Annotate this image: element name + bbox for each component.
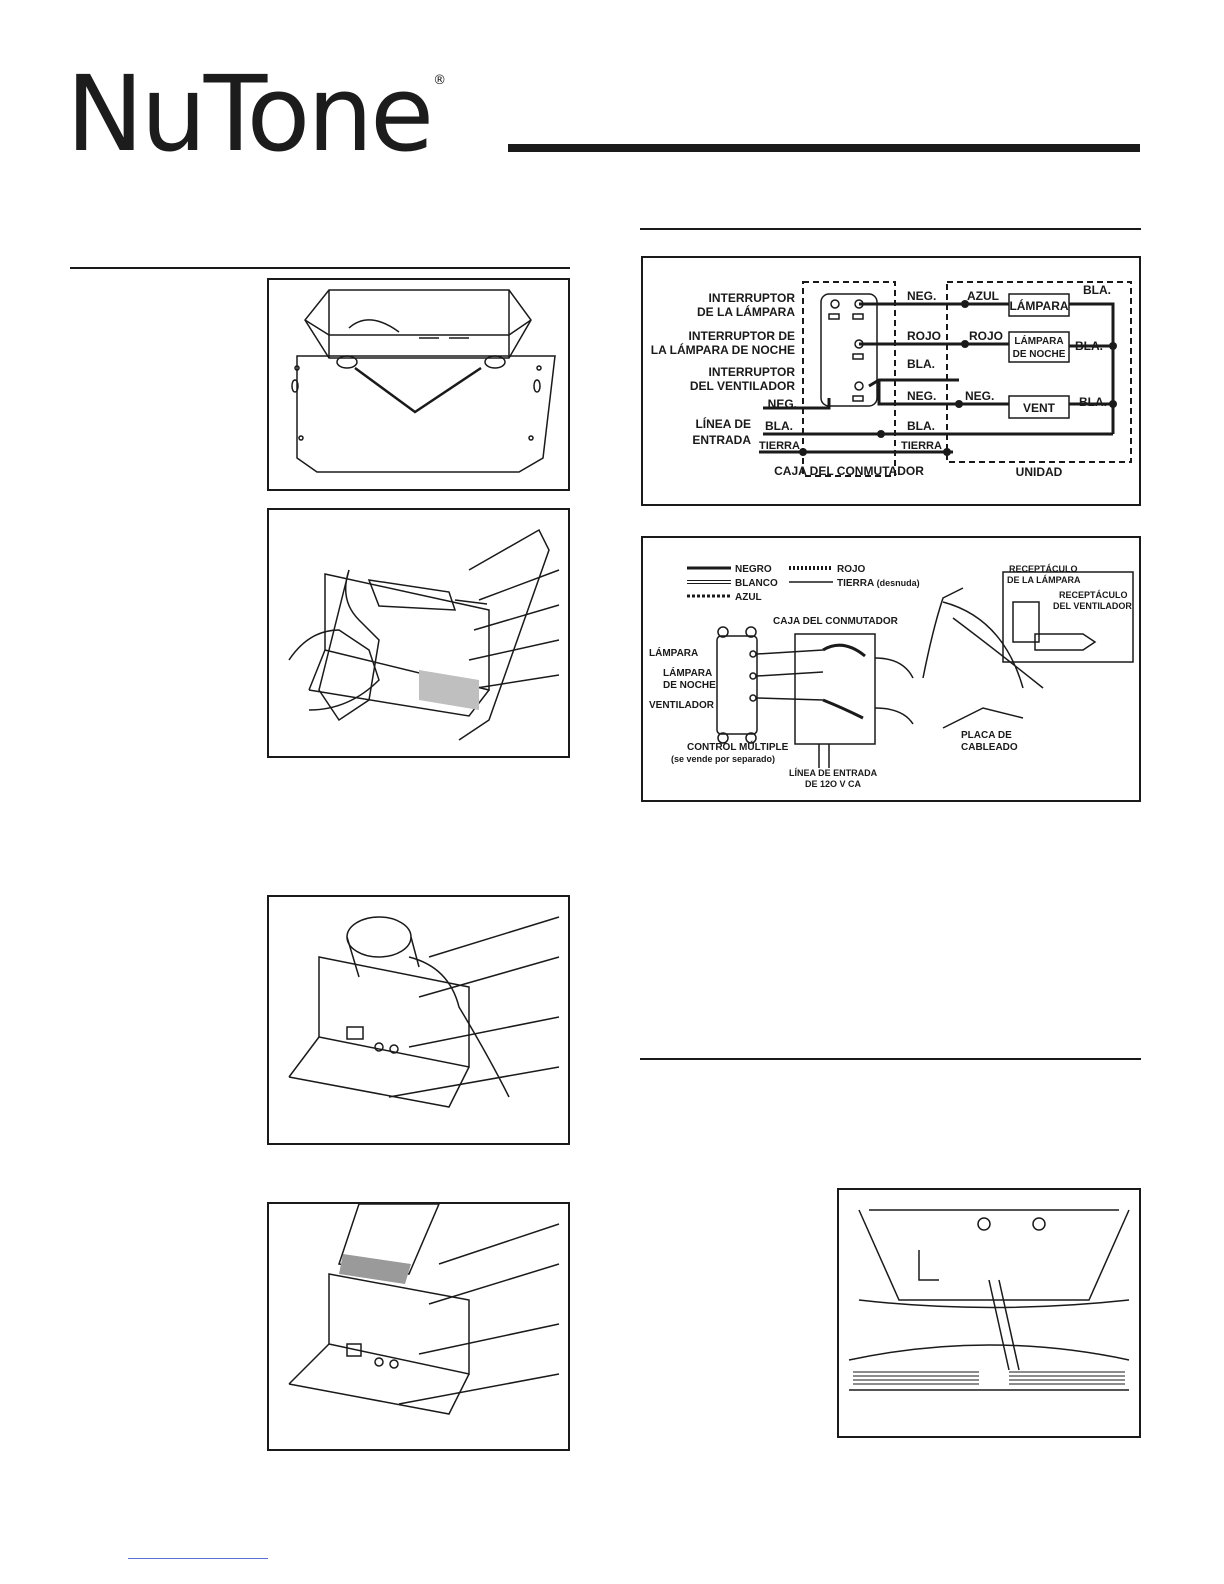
duct-attached-illustration xyxy=(288,1203,560,1415)
multi-control xyxy=(716,635,758,735)
wire-neg-2: NEG. xyxy=(907,389,936,403)
legend-blanco: BLANCO xyxy=(735,578,778,589)
label-lamp-receptacle-2: DE LA LÁMPARA xyxy=(1007,575,1081,585)
wire-bla-3: BLA. xyxy=(1083,283,1111,297)
wiring-svg: NEGRO BLANCO AZUL ROJO TIERRA (desnuda) xyxy=(649,564,1134,789)
label-light-switch-2: DE LA LÁMPARA xyxy=(697,304,795,319)
label-line-in-1: LÍNEA DE ENTRADA xyxy=(789,768,878,778)
footer-link-underline xyxy=(128,1558,268,1559)
label-lampara: LÁMPARA xyxy=(649,646,698,659)
left-section-rule xyxy=(70,267,570,269)
header-rule xyxy=(508,144,1140,152)
lamp-connection-illustration xyxy=(848,1209,1130,1391)
wire-rojo-1: ROJO xyxy=(907,329,941,343)
schematic-diagram: INTERRUPTOR DE LA LÁMPARA INTERRUPTOR DE… xyxy=(641,256,1141,506)
brand-name: NuTone xyxy=(66,53,434,175)
legend-tierra: TIERRA (desnuda) xyxy=(837,578,920,589)
label-lampara-noche-2: DE NOCHE xyxy=(663,680,716,691)
label-lampara-noche-1: LÁMPARA xyxy=(663,666,712,679)
legend-azul: AZUL xyxy=(735,592,762,603)
switch-box-outline xyxy=(802,281,896,477)
wire-bla-4: BLA. xyxy=(1075,339,1103,353)
label-fan-receptacle-1: RECEPTÁCULO xyxy=(1059,590,1128,600)
label-wiring-plate-2: CABLEADO xyxy=(961,742,1018,753)
label-control-1: CONTROL MÚLTIPLE xyxy=(687,740,789,753)
figure-lamp-connection xyxy=(837,1188,1141,1438)
label-switch-box: CAJA DEL CONMUTADOR xyxy=(773,616,899,627)
duct-connector-illustration xyxy=(288,916,560,1108)
label-night-switch-1: INTERRUPTOR DE xyxy=(689,329,795,343)
figure-housing-tabs xyxy=(267,278,570,491)
box-label-lampara-noche-1: LÁMPARA xyxy=(1014,334,1063,347)
figure-duct-attached xyxy=(267,1202,570,1451)
unit-outline xyxy=(946,281,1132,463)
group-label-unit: UNIDAD xyxy=(1016,465,1063,479)
wire-bla-5: BLA. xyxy=(1079,395,1107,409)
housing-illustration xyxy=(291,289,556,473)
label-bla-in: BLA. xyxy=(765,419,793,433)
label-line-in-2: ENTRADA xyxy=(692,433,751,447)
label-control-2: (se vende por separado) xyxy=(671,754,775,764)
label-neg-in: NEG. xyxy=(768,397,797,411)
registered-mark: ® xyxy=(433,73,447,88)
box-lampara-noche xyxy=(1008,331,1070,363)
label-ventilador: VENTILADOR xyxy=(649,700,715,711)
receptacle-panel xyxy=(1002,571,1134,663)
figure-duct-connector xyxy=(267,895,570,1145)
wiring-diagram: NEGRO BLANCO AZUL ROJO TIERRA (desnuda) xyxy=(641,536,1141,802)
box-label-lampara-noche-2: DE NOCHE xyxy=(1013,349,1066,360)
wire-rojo-2: ROJO xyxy=(969,329,1003,343)
legend-rojo: ROJO xyxy=(837,564,866,575)
label-fan-switch-1: INTERRUPTOR xyxy=(709,365,796,379)
wire-bla-1: BLA. xyxy=(907,357,935,371)
label-night-switch-2: LA LÁMPARA DE NOCHE xyxy=(651,342,795,357)
legend-negro: NEGRO xyxy=(735,564,772,575)
wire-neg-3: NEG. xyxy=(965,389,994,403)
figure-drill-mounting xyxy=(267,508,570,758)
label-lamp-receptacle-1: RECEPTÁCULO xyxy=(1009,564,1078,574)
box-label-lampara: LÁMPARA xyxy=(1009,298,1068,313)
box-vent xyxy=(1008,395,1070,419)
switch-box xyxy=(794,633,876,745)
label-line-in-2: DE 12O V CA xyxy=(805,779,862,789)
label-line-in-1: LÍNEA DE xyxy=(695,416,751,431)
right-section-rule-top xyxy=(640,228,1141,230)
schematic-svg: INTERRUPTOR DE LA LÁMPARA INTERRUPTOR DE… xyxy=(651,281,1132,479)
label-fan-receptacle-2: DEL VENTILADOR xyxy=(1053,601,1132,611)
drill-illustration xyxy=(288,528,560,741)
wire-azul: AZUL xyxy=(967,289,999,303)
wire-bla-2: BLA. xyxy=(907,419,935,433)
label-tierra-in: TIERRA xyxy=(759,440,800,452)
wire-tierra: TIERRA xyxy=(901,440,942,452)
label-fan-switch-2: DEL VENTILADOR xyxy=(690,379,795,393)
wire-neg-1: NEG. xyxy=(907,289,936,303)
box-label-vent: VENT xyxy=(1023,401,1056,415)
group-label-switch-box: CAJA DEL CONMUTADOR xyxy=(774,464,924,478)
right-section-rule-bottom xyxy=(640,1058,1141,1060)
label-wiring-plate-1: PLACA DE xyxy=(961,730,1012,741)
label-light-switch-1: INTERRUPTOR xyxy=(709,291,796,305)
brand-logo: NuTone® xyxy=(66,62,447,166)
box-lampara xyxy=(1008,293,1070,317)
